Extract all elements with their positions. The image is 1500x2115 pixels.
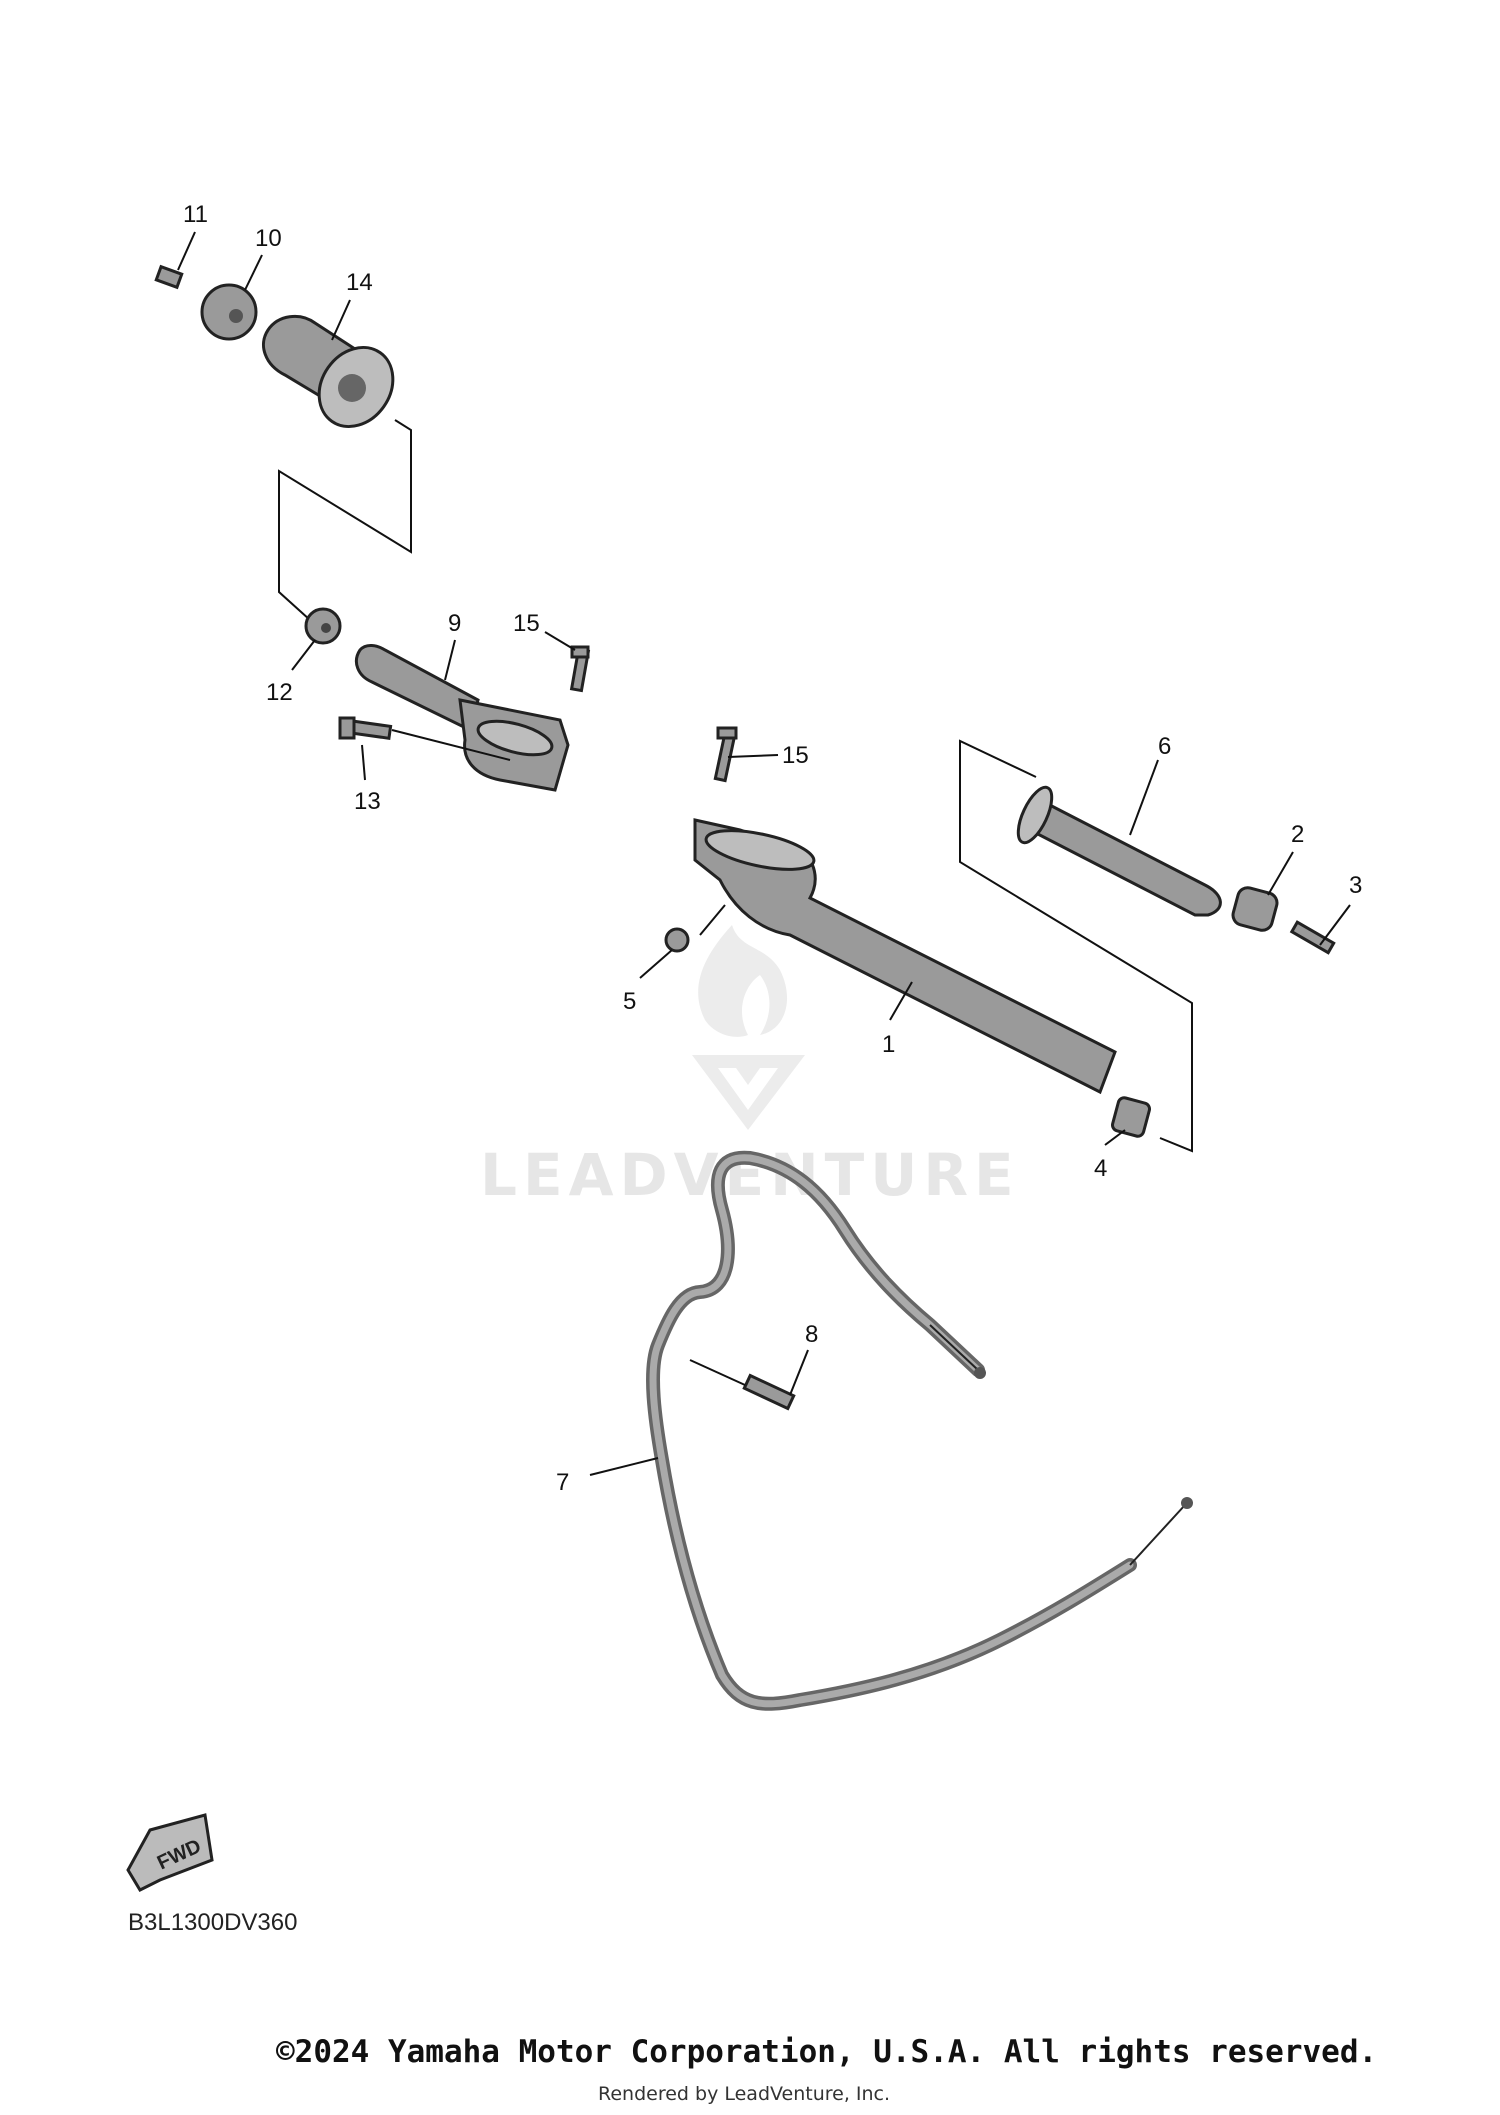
- part-13-bolt[interactable]: [338, 716, 393, 740]
- watermark-logo: [692, 925, 805, 1130]
- part-7-throttle-cable[interactable]: [646, 1150, 1193, 1711]
- part-11-bolt[interactable]: [154, 264, 184, 290]
- part-8-line: [689, 1359, 746, 1386]
- part-15-bolt-left[interactable]: [569, 645, 591, 693]
- callout-8: 8: [805, 1321, 818, 1348]
- part-15-bolt-right[interactable]: [713, 726, 738, 783]
- callout-7: 7: [556, 1469, 569, 1496]
- callout-2: 2: [1291, 821, 1304, 848]
- figure-code: B3L1300DV360: [128, 1909, 297, 1936]
- callout-15-left: 15: [513, 610, 540, 637]
- callout-12: 12: [266, 679, 293, 706]
- callout-15-right: 15: [782, 742, 809, 769]
- part-12-weight[interactable]: [304, 607, 342, 645]
- copyright-notice: ©2024 Yamaha Motor Corporation, U.S.A. A…: [276, 2034, 1378, 2070]
- part-9-handlebar-left[interactable]: [355, 644, 570, 792]
- part-1-handlebar-right[interactable]: [693, 818, 1117, 1095]
- callout-14: 14: [346, 269, 373, 296]
- part-10-end-cap[interactable]: [200, 283, 258, 341]
- callout-9: 9: [448, 610, 461, 637]
- callout-1: 1: [882, 1031, 895, 1058]
- assembly-line-left: [278, 419, 412, 621]
- callout-13: 13: [354, 788, 381, 815]
- part-3-bolt[interactable]: [1289, 920, 1336, 955]
- part-8-adjuster[interactable]: [742, 1373, 796, 1411]
- part-6-grip-right[interactable]: [1011, 783, 1222, 917]
- callout-10: 10: [255, 225, 282, 252]
- callout-5: 5: [623, 988, 636, 1015]
- leader-lines: [177, 231, 1351, 1476]
- part-4-collar[interactable]: [1110, 1096, 1152, 1138]
- callout-4: 4: [1094, 1155, 1107, 1182]
- callout-11: 11: [183, 201, 208, 228]
- part-14-grip[interactable]: [262, 314, 407, 441]
- part-2-end-weight[interactable]: [1231, 885, 1279, 932]
- rendered-by-notice: Rendered by LeadVenture, Inc.: [598, 2083, 891, 2105]
- fwd-arrow-icon: FWD: [126, 1813, 214, 1892]
- callout-6: 6: [1158, 733, 1171, 760]
- assembly-line-right: [959, 739, 1193, 1153]
- callout-3: 3: [1349, 872, 1362, 899]
- part-5-nut[interactable]: [664, 927, 690, 953]
